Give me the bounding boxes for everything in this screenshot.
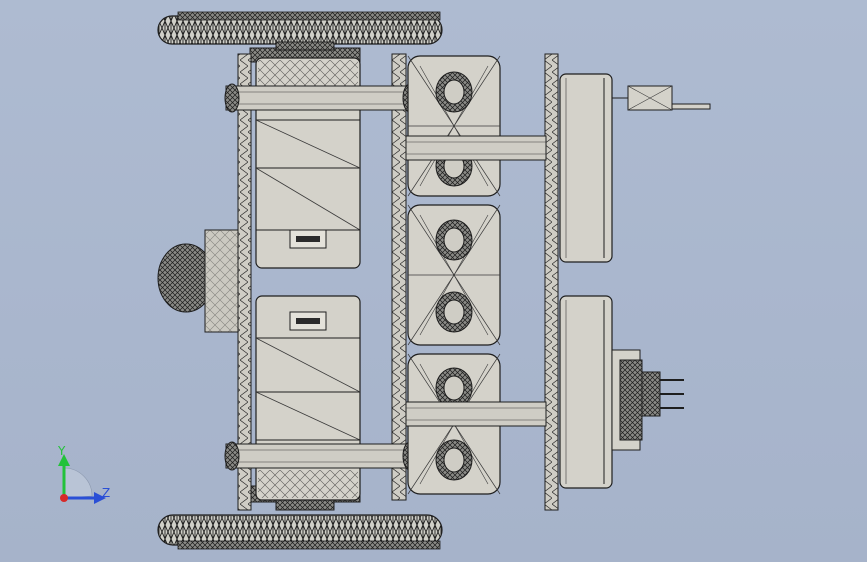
toggle-switch: [612, 85, 711, 111]
triad-z-label: Z: [102, 486, 110, 500]
pin-header: [611, 349, 684, 451]
coordinate-triad-icon[interactable]: Y Z: [57, 444, 110, 504]
left-chassis-plate: [237, 53, 252, 511]
bottom-motor: [255, 295, 361, 501]
triad-y-label: Y: [57, 444, 66, 458]
upper-standoff: [405, 135, 547, 161]
lower-standoff: [405, 401, 547, 427]
middle-chassis-plate: [391, 53, 407, 501]
top-wheel: [157, 11, 443, 45]
battery-cell-1: [407, 55, 501, 197]
bottom-wheel: [157, 514, 443, 550]
bottom-axle: [224, 441, 418, 471]
caster-ball: [157, 229, 241, 333]
top-axle: [224, 83, 418, 113]
battery-cell-2: [407, 204, 501, 346]
lower-sensor-board: [559, 295, 613, 489]
upper-sensor-board: [559, 73, 613, 263]
right-chassis-plate: [544, 53, 559, 511]
